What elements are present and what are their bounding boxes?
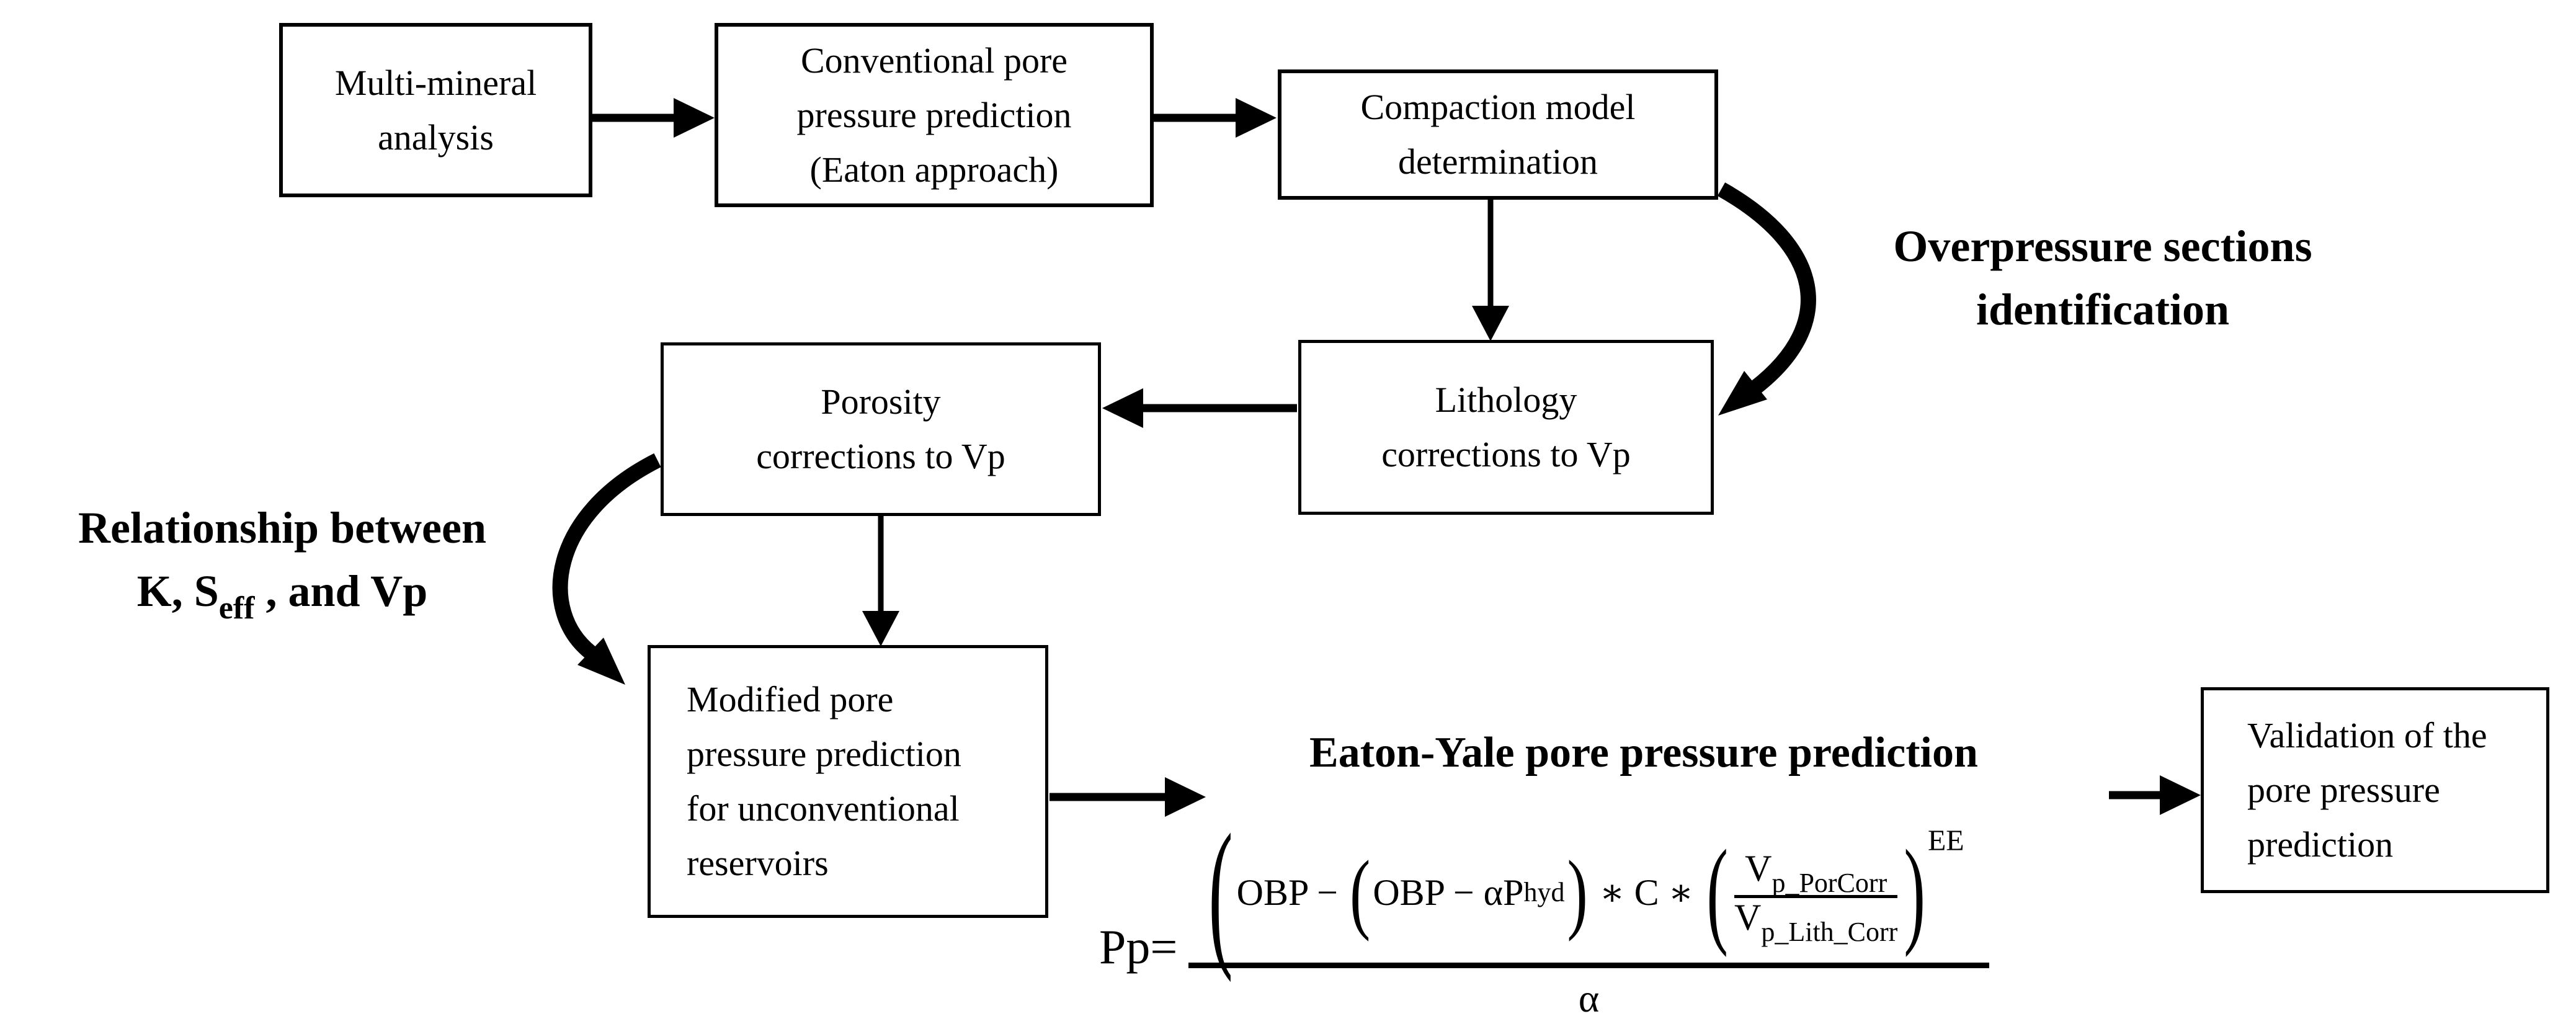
box-line: Lithology [1435,380,1577,420]
label-relationship-k-seff-vp: Relationship between K, Seff , and Vp [9,496,555,640]
box-line: Validation of the [2247,715,2487,755]
box-line: determination [1397,141,1598,182]
formula-denominator: α [1578,976,1600,1020]
box-line: Porosity [821,381,941,422]
box-line: pore pressure [2247,770,2440,810]
eaton-yale-title: Eaton-Yale pore pressure prediction [1309,729,1978,777]
arrow-multimineral-to-conventional [592,98,715,138]
box-line: prediction [2247,824,2394,865]
formula-term: V [1734,896,1762,938]
box-line: corrections to Vp [756,436,1005,476]
curved-arrow-overpressure-identification [1717,182,1816,416]
box-conventional-pore-pressure: Conventional pore pressure prediction (E… [715,23,1154,207]
label-text: , and Vp [254,566,428,616]
box-line: Multi-mineral [334,62,537,103]
arrow-lithology-to-porosity [1102,388,1297,428]
label-line: identification [1976,285,2229,334]
formula-term: OBP − αP [1373,871,1524,913]
box-validation: Validation of the pore pressure predicti… [2201,687,2549,893]
arrow-modified-to-eaton-yale [1050,777,1206,817]
label-line: K, Seff , and Vp [9,559,555,640]
box-multi-mineral-analysis: Multi-mineral analysis [279,23,592,197]
arrow-eaton-yale-to-validation [2109,775,2201,815]
arrow-conventional-to-compaction [1152,98,1277,138]
box-line: for unconventional [687,788,960,829]
label-subscript: eff [218,590,255,626]
ratio-bar [1734,894,1898,898]
label-text: K, S [136,566,219,616]
formula-term: OBP − [1236,871,1348,913]
box-line: (Eaton approach) [809,149,1059,190]
box-lithology-corrections: Lithology corrections to Vp [1298,340,1714,515]
label-line: Relationship between [78,503,487,553]
box-line: corrections to Vp [1381,434,1631,474]
box-line: Conventional pore [800,40,1068,81]
formula-subscript-porcorr: p_PorCorr [1772,867,1887,898]
ratio-numerator: Vp_PorCorr [1745,847,1887,897]
arrow-porosity-to-modified [862,515,899,646]
formula-exponent: EE [1927,824,1964,857]
box-compaction-model: Compaction model determination [1278,69,1718,200]
label-overpressure-sections: Overpressure sections identification [1755,215,2450,341]
box-line: reservoirs [687,843,829,883]
formula-term: V [1745,847,1772,889]
box-line: pressure prediction [796,94,1072,135]
arrow-compaction-to-lithology [1472,198,1509,341]
label-line: Overpressure sections [1893,221,2312,271]
box-line: analysis [378,117,494,158]
formula-subscript-lithcorr: p_Lith_Corr [1761,916,1898,947]
box-modified-pore-pressure: Modified pore pressure prediction for un… [648,645,1048,918]
curved-arrow-relationship-k-seff-vp [552,453,661,685]
formula-term: ∗ C ∗ [1590,872,1703,913]
box-porosity-corrections: Porosity corrections to Vp [661,342,1101,516]
box-line: Modified pore [687,679,894,719]
box-line: pressure prediction [687,734,961,774]
main-fraction-bar [1188,963,1989,968]
ratio-denominator: Vp_Lith_Corr [1734,896,1897,946]
formula-lhs: Pp= [1099,919,1178,974]
box-line: Compaction model [1360,87,1636,127]
